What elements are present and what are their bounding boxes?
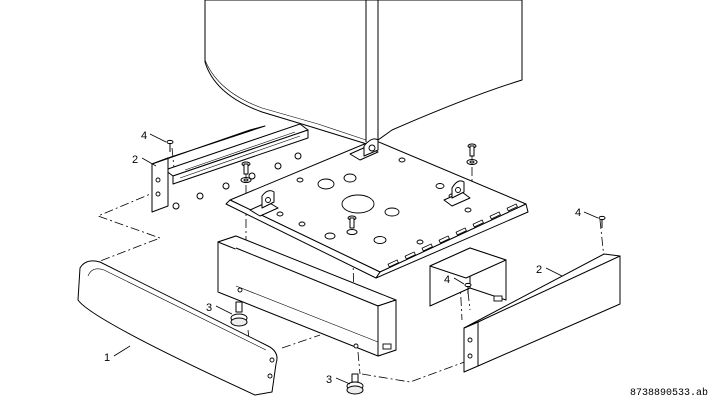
slide-rail: [164, 123, 309, 210]
callout-3-left: 3: [206, 302, 212, 314]
leader-lines: [113, 133, 599, 385]
callout-1: 1: [104, 352, 110, 364]
callout-2-left: 2: [132, 154, 138, 166]
callout-4-right: 4: [575, 207, 581, 219]
mounting-plate: [225, 138, 529, 279]
side-panel-left: [151, 125, 266, 213]
screw-middle: [464, 282, 472, 294]
leveling-foot-left: [230, 301, 248, 327]
bolt-right: [466, 143, 478, 165]
screw-top-left: [166, 139, 174, 152]
bolt-left: [240, 161, 252, 183]
callout-3-right: 3: [326, 374, 332, 386]
appliance-housing: [204, 0, 523, 146]
drawing-reference-code: 8738890533.ab: [630, 387, 708, 399]
side-panel-right: [463, 253, 621, 373]
front-cover: [77, 260, 278, 396]
callout-4-middle: 4: [444, 274, 450, 286]
lower-frame: [217, 235, 397, 357]
screw-right: [598, 215, 606, 228]
support-block: [429, 247, 507, 307]
callout-4-top-left: 4: [141, 130, 147, 142]
leveling-foot-right: [346, 373, 364, 395]
callout-2-right: 2: [536, 264, 542, 276]
bolt-center: [346, 215, 358, 235]
callout-labels: 1 2 2 3 3 4 4 4 8738890533.ab: [104, 130, 708, 399]
